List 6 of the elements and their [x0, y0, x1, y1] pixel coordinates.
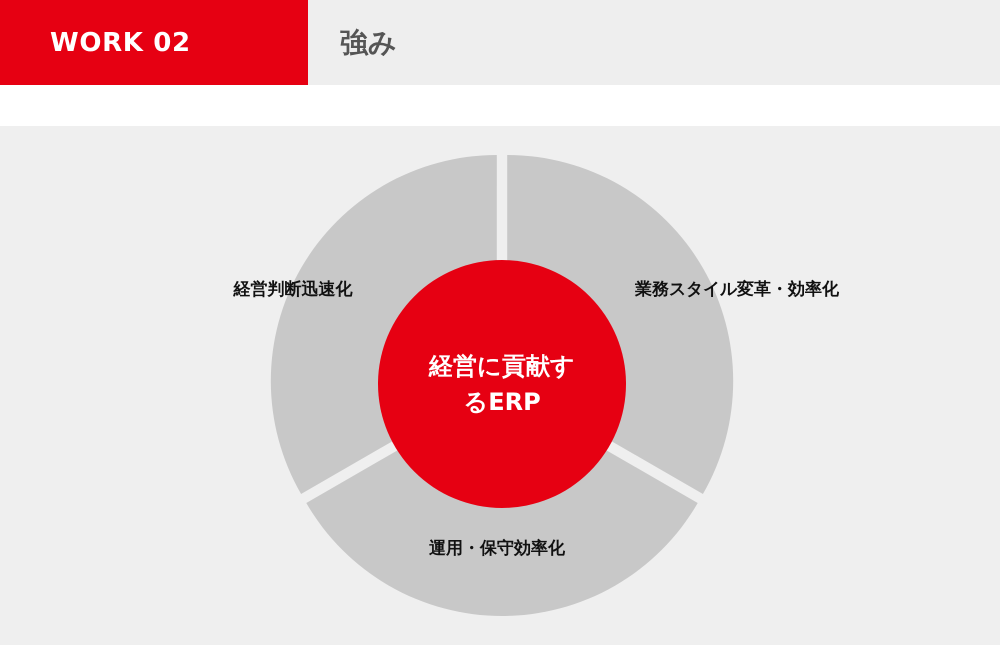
page-title: 強み: [340, 26, 397, 60]
section-label: WORK 02: [50, 28, 191, 58]
center-label: 経営に貢献するERP: [428, 351, 576, 418]
segment-label: 経営判断迅速化: [234, 278, 352, 302]
segment-label: 業務スタイル変革・効率化: [635, 278, 839, 302]
segment-label: 運用・保守効率化: [429, 537, 565, 560]
